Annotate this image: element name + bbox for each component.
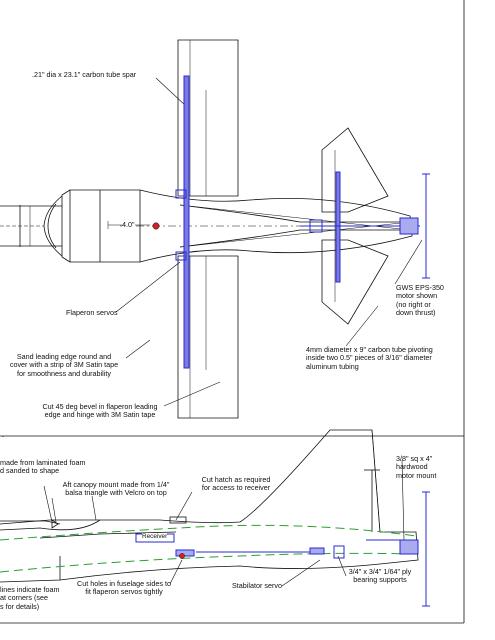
label-cg-dimension: 4.0" [122, 220, 135, 230]
label-ply-supports: 3/4" x 3/4" 1/64" ply bearing supports [348, 567, 412, 585]
sheet-border [0, 0, 465, 624]
label-receiver: Receiver [142, 533, 168, 542]
label-flaperon-bevel: Cut 45 deg bevel in flaperon leading edg… [42, 402, 158, 420]
flaperon-servo-right [175, 251, 187, 261]
label-motor: GWS EPS-350 motor shown (no right or dow… [396, 283, 444, 318]
side-view [0, 429, 419, 587]
label-stab-servo: Stabilator servo [232, 581, 282, 590]
label-hatch: Cut hatch as required for access to rece… [201, 475, 271, 493]
motor-top [399, 217, 419, 235]
label-dashed-lines: lines indicate foam at corners (see s fo… [0, 585, 60, 611]
cg-mark-side [179, 553, 185, 559]
flaperon-servo-left [175, 189, 187, 199]
label-canopy-mount: Aft canopy mount made from 1/4" balsa tr… [62, 480, 170, 498]
fuselage-outline-side [0, 429, 419, 583]
motor-mount-side [364, 469, 380, 532]
motor-side [399, 539, 419, 555]
wing-spar-top [183, 75, 190, 369]
label-carbon-tube: 4mm diameter x 9" carbon tube pivoting i… [306, 345, 433, 371]
hatch-side [169, 516, 187, 524]
label-holes: Cut holes in fuselage sides to fit flape… [77, 579, 171, 597]
canopy-side [0, 519, 61, 529]
nose-intake-top [0, 195, 63, 257]
label-spar: .21" dia x 23.1" carbon tube spar [32, 70, 137, 79]
stab-servo-side [309, 547, 325, 555]
main-wing-top [177, 39, 239, 419]
leader-lines-top [115, 77, 423, 407]
label-foam: made from laminated foam d sanded to sha… [0, 458, 86, 476]
foam-dashed-lines [0, 524, 417, 573]
leader-lines-side [43, 459, 405, 587]
cg-mark-top [152, 222, 160, 230]
label-sand-leading-edge: Sand leading edge round and cover with a… [9, 352, 119, 378]
flaperon-servo-side [175, 549, 195, 557]
hardware-top [175, 75, 430, 369]
label-motor-mount: 3/8" sq x 4" hardwood motor mount [396, 454, 437, 480]
stab-tube-top [335, 171, 341, 283]
ply-bearing-side [333, 545, 345, 559]
label-flaperon-servos: Flaperon servos [66, 308, 118, 317]
